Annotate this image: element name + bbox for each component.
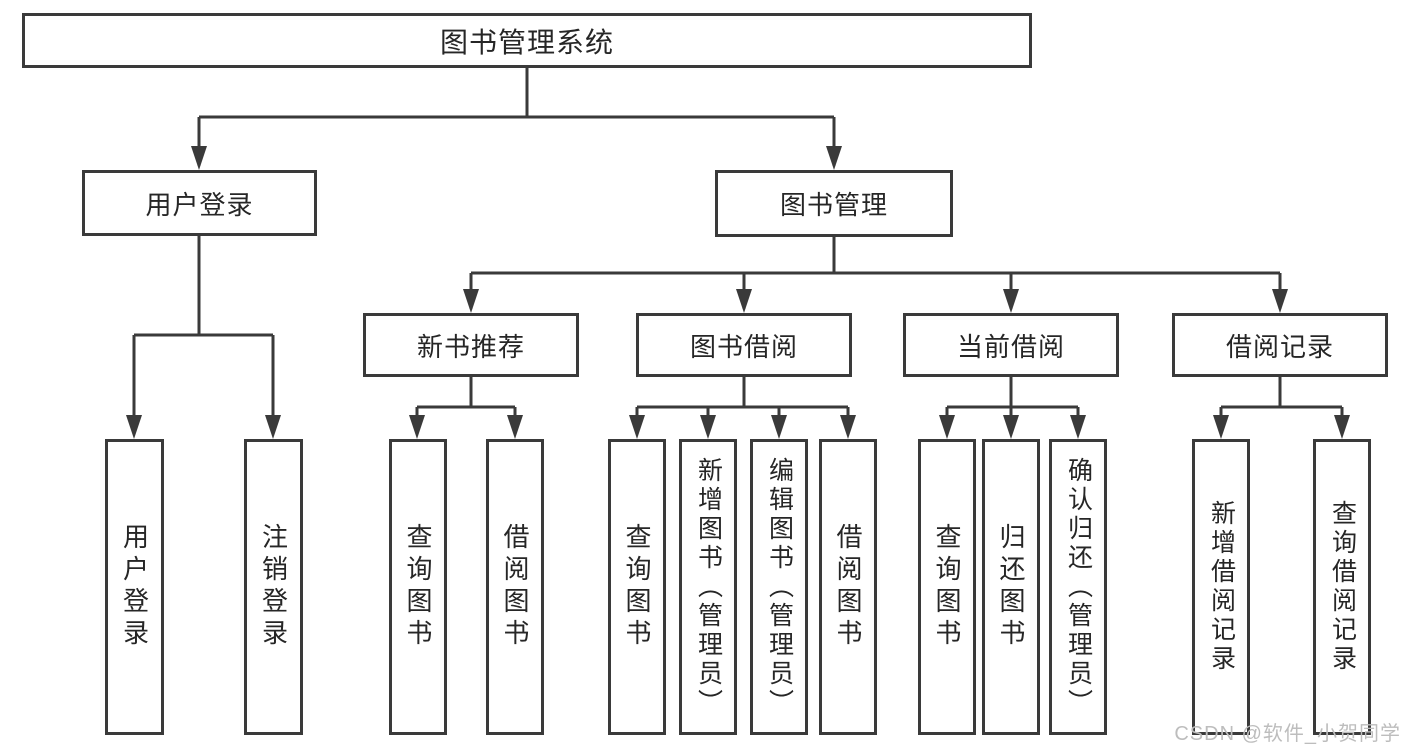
leaf-query-borrow-record-label: 查询借阅记录	[1328, 500, 1357, 674]
leaf-borrow-books-recommend-label: 借阅图书	[500, 523, 530, 651]
leaf-add-book-admin: 新增图书（管理员）	[679, 439, 737, 735]
leaf-add-borrow-record: 新增借阅记录	[1192, 439, 1250, 735]
leaf-add-borrow-record-label: 新增借阅记录	[1207, 500, 1236, 674]
csdn-watermark: CSDN @软件_小贺同学	[1174, 723, 1401, 745]
leaf-query-books-borrow: 查询图书	[608, 439, 666, 735]
leaf-add-book-admin-label: 新增图书（管理员）	[694, 456, 723, 718]
node-new-book-recommendation: 新书推荐	[363, 313, 579, 377]
node-book-management: 图书管理	[715, 170, 953, 237]
node-book-borrowing: 图书借阅	[636, 313, 852, 377]
node-current-borrowing: 当前借阅	[903, 313, 1119, 377]
node-user-login: 用户登录	[82, 170, 317, 236]
leaf-query-books-current-label: 查询图书	[932, 523, 962, 651]
leaf-user-login-label: 用户登录	[119, 523, 150, 651]
leaf-edit-book-admin-label: 编辑图书（管理员）	[765, 456, 794, 718]
leaf-borrow-books: 借阅图书	[819, 439, 877, 735]
leaf-query-books-recommend: 查询图书	[389, 439, 447, 735]
leaf-return-books-label: 归还图书	[996, 523, 1026, 651]
leaf-query-borrow-record: 查询借阅记录	[1313, 439, 1371, 735]
leaf-query-books-current: 查询图书	[918, 439, 976, 735]
leaf-user-login: 用户登录	[105, 439, 164, 735]
leaf-edit-book-admin: 编辑图书（管理员）	[750, 439, 808, 735]
leaf-query-books-borrow-label: 查询图书	[622, 523, 652, 651]
leaf-borrow-books-label: 借阅图书	[833, 523, 863, 651]
leaf-query-books-recommend-label: 查询图书	[403, 523, 433, 651]
leaf-logout: 注销登录	[244, 439, 303, 735]
leaf-confirm-return-admin-label: 确认归还（管理员）	[1064, 456, 1093, 718]
node-library-management-system: 图书管理系统	[22, 13, 1032, 68]
node-borrowing-records: 借阅记录	[1172, 313, 1388, 377]
leaf-logout-label: 注销登录	[258, 523, 289, 651]
leaf-borrow-books-recommend: 借阅图书	[486, 439, 544, 735]
leaf-confirm-return-admin: 确认归还（管理员）	[1049, 439, 1107, 735]
leaf-return-books: 归还图书	[982, 439, 1040, 735]
